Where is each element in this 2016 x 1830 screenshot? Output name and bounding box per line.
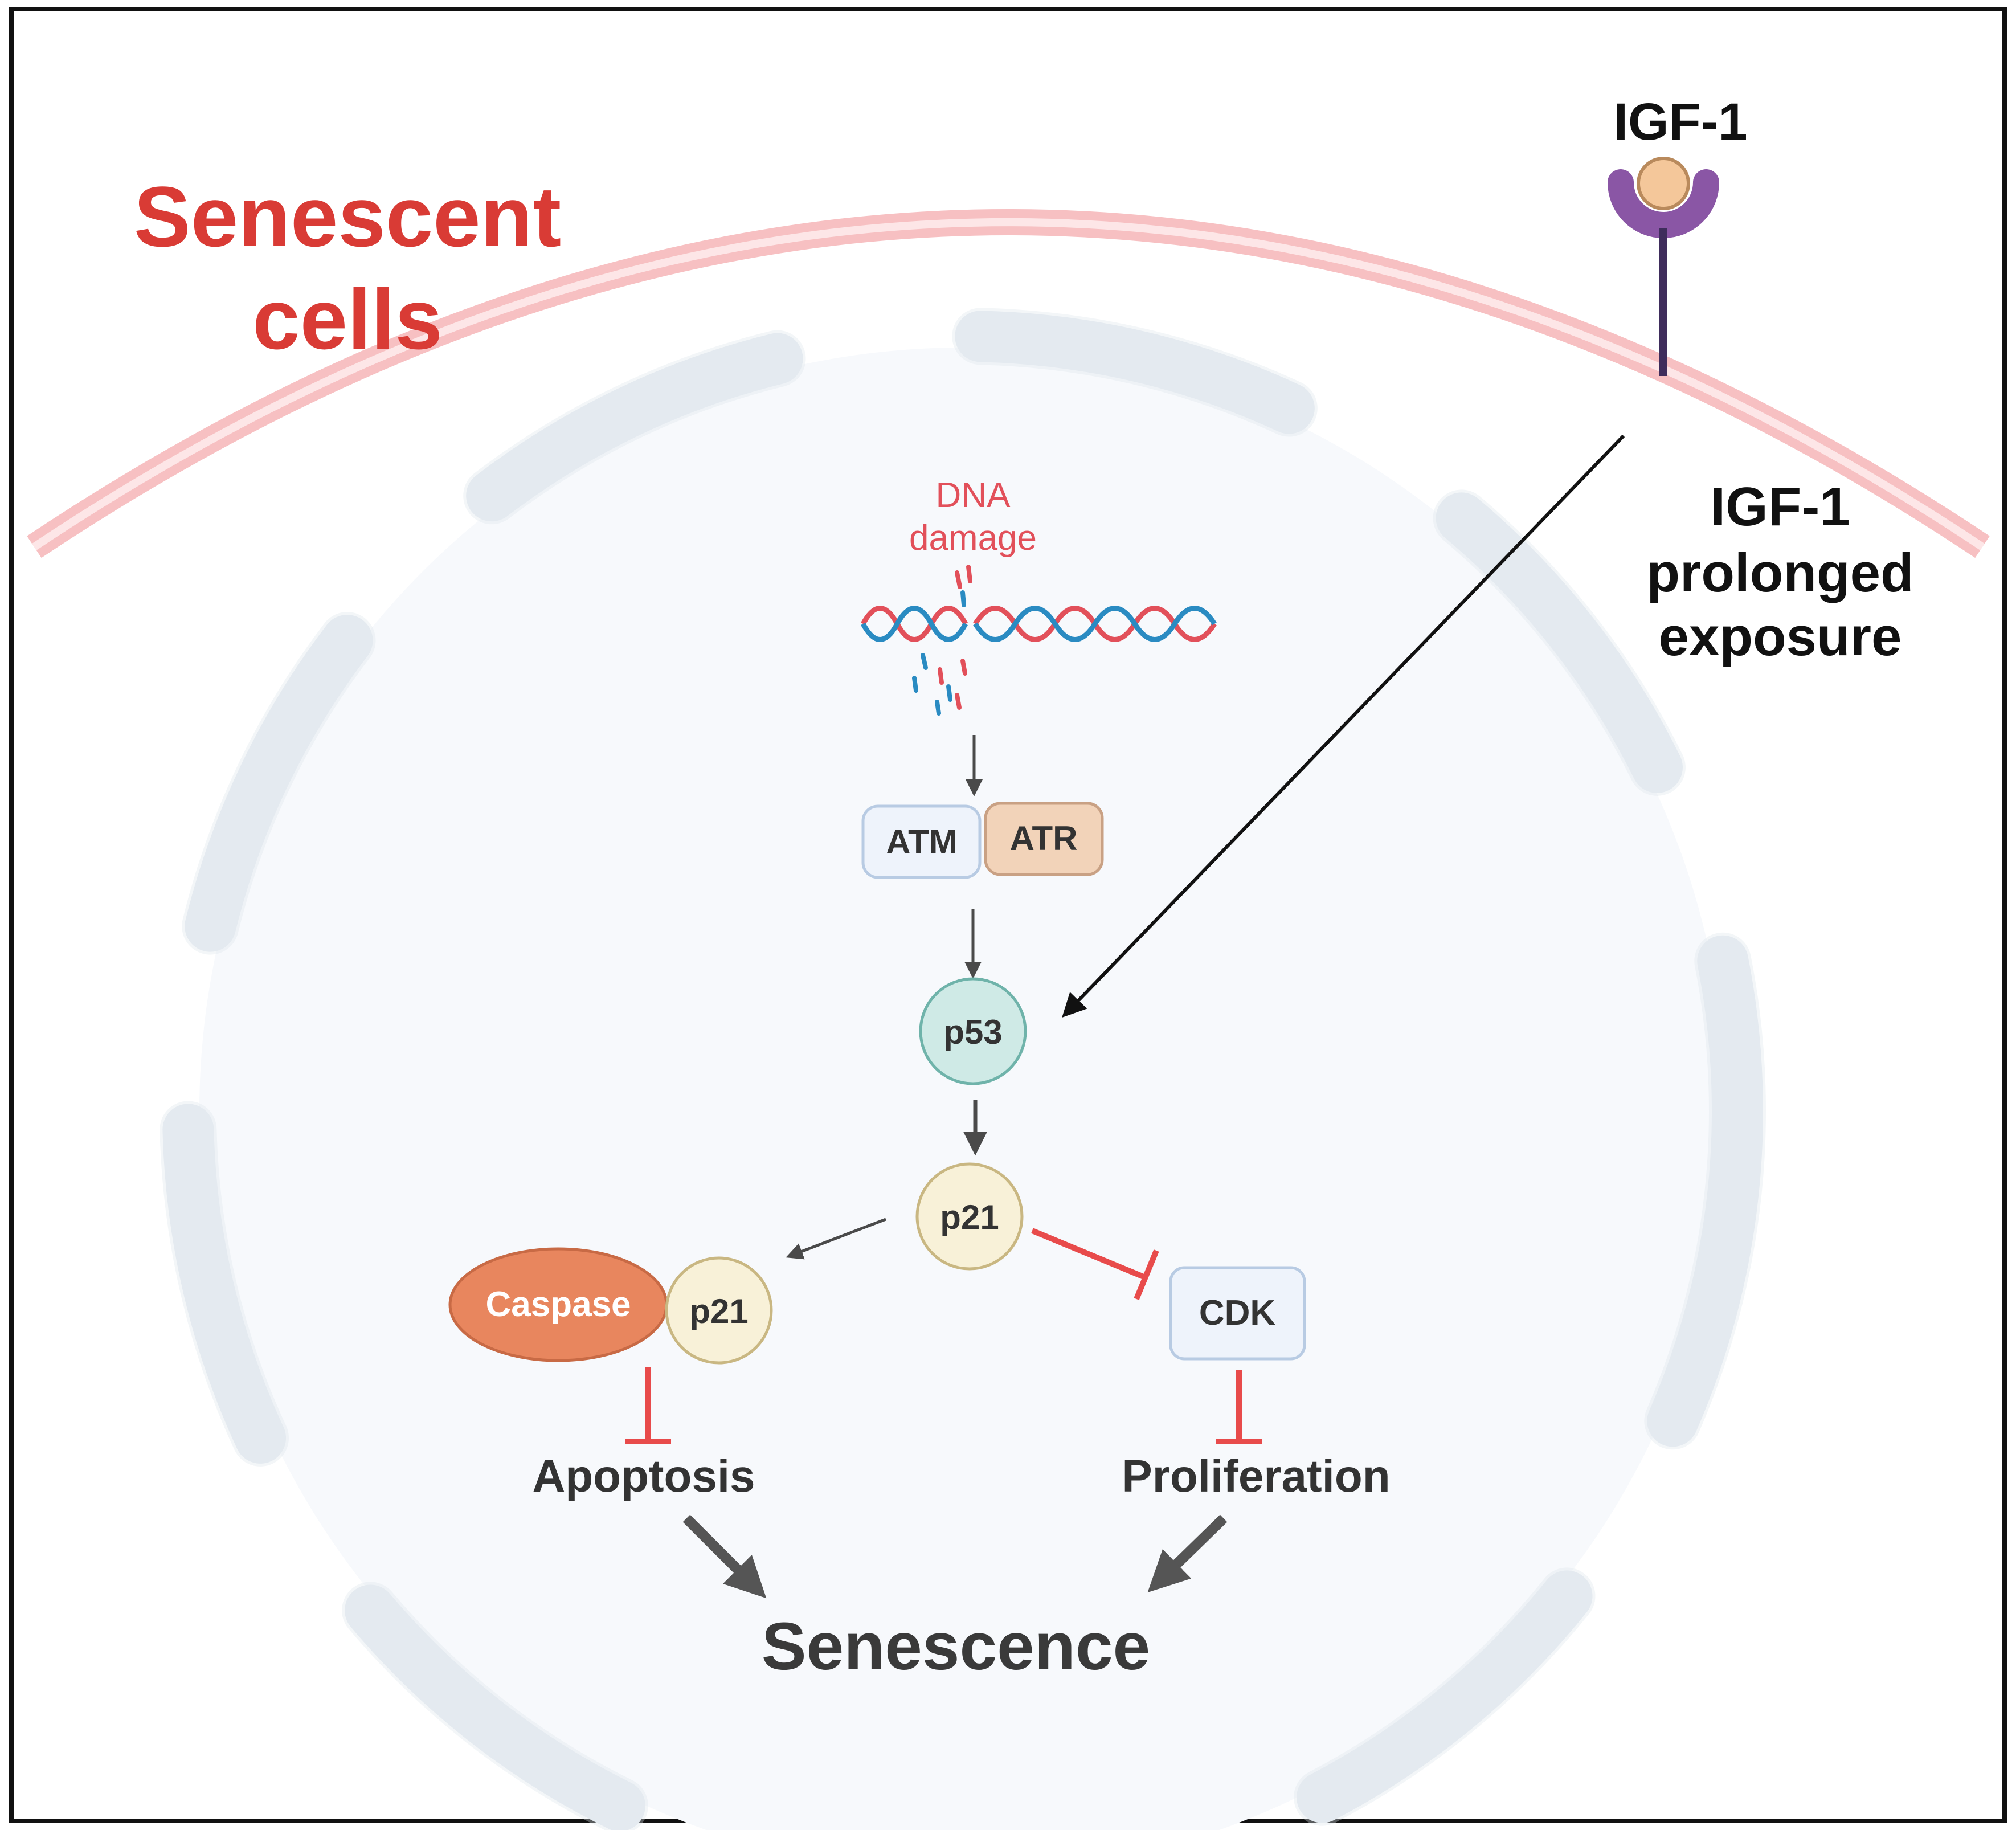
- proliferation-to-senescence-arrow: [1147, 1514, 1228, 1593]
- caspase-label: Caspase: [485, 1285, 631, 1324]
- atr-label: ATR: [1010, 819, 1078, 857]
- nuclear-envelope-outline: [160, 308, 1766, 1830]
- igf1-ligand-label: IGF-1: [1613, 93, 1747, 151]
- igf1-ligand-icon: [1637, 157, 1690, 210]
- p21-complex-node: [665, 1256, 773, 1365]
- cell-membrane-inner: [32, 218, 1985, 550]
- apoptosis-label: Apoptosis: [532, 1451, 755, 1501]
- atr-node: [984, 802, 1104, 876]
- exposure-line3: exposure: [1659, 606, 1902, 667]
- dna-damage-line1: DNA: [936, 476, 1011, 515]
- p21-inhibits-cdk: [1031, 1228, 1146, 1280]
- dna-fragments-icon: [912, 565, 972, 716]
- igf1-to-p53-arrow: [1062, 434, 1625, 1018]
- igf1-receptor-icon: [1608, 157, 1719, 376]
- senescence-label: Senescence: [762, 1609, 1150, 1684]
- p21-to-caspase-arrow: [786, 1218, 886, 1260]
- dna-damage-line2: damage: [909, 518, 1037, 558]
- cdk-label: CDK: [1199, 1293, 1276, 1333]
- p21-node: [915, 1162, 1024, 1271]
- atm-node: [861, 804, 982, 879]
- p21-complex-label: p21: [689, 1292, 748, 1330]
- title-cells: cells: [252, 271, 443, 367]
- apoptosis-to-senescence-arrow: [682, 1514, 767, 1599]
- p21-label: p21: [940, 1198, 999, 1236]
- title-senescent: Senescent: [134, 169, 561, 264]
- dna-helix-icon: [861, 606, 1217, 642]
- atm-label: ATM: [886, 823, 958, 861]
- exposure-line2: prolonged: [1646, 542, 1913, 603]
- exposure-line1: IGF-1: [1710, 476, 1850, 537]
- p21-inhibits-cdk-bar: [1134, 1249, 1159, 1300]
- nuclear-envelope: [162, 311, 1763, 1830]
- cdk-node: [1169, 1266, 1306, 1361]
- nucleus-interior: [199, 348, 1726, 1830]
- proliferation-label: Proliferation: [1122, 1451, 1390, 1501]
- p53-label: p53: [943, 1013, 1002, 1051]
- p53-node: [919, 977, 1027, 1085]
